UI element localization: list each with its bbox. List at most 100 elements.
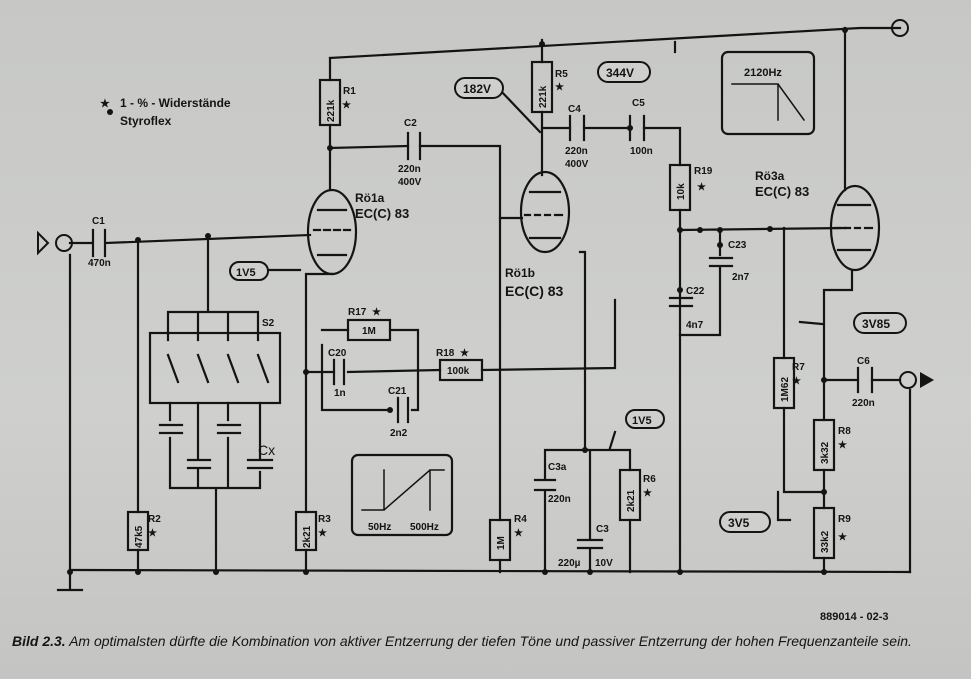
svg-text:★: ★ [838, 440, 847, 451]
c6-symbol [856, 366, 874, 394]
r8-name: R8 [838, 426, 851, 437]
legend-star: ★ [100, 98, 110, 110]
r19-value: 10k [676, 183, 687, 200]
r18-value: 100k [447, 366, 470, 377]
r18-symbol [438, 358, 484, 382]
c3-value: 220µ [558, 558, 581, 569]
r19-name: R19 [694, 166, 713, 177]
svg-text:★: ★ [792, 376, 801, 387]
legend-bullet [107, 109, 113, 115]
caption-text: Am optimalsten dürfte die Kombination vo… [69, 633, 912, 649]
svg-text:★: ★ [148, 528, 157, 539]
switch-s2 [148, 331, 282, 405]
tube-ro1a-name: Rö1a [355, 191, 385, 205]
inset-high-box [720, 50, 816, 136]
r7-symbol [772, 356, 796, 410]
r6-value: 2k21 [626, 489, 637, 512]
r7-name: R7 [792, 362, 805, 373]
tube-ro1b-type: EC(C) 83 [505, 283, 564, 299]
c4-volt: 400V [565, 159, 589, 170]
voltage-1v5-b: 1V5 [632, 415, 652, 427]
voltage-1v5-a-box [229, 261, 269, 281]
c20-value: 1n [334, 388, 346, 399]
legend-styroflex: Styroflex [120, 114, 172, 128]
tube-ro3a-type: EC(C) 83 [755, 184, 809, 199]
c2-volt: 400V [398, 177, 422, 188]
r8-value: 3k32 [820, 441, 831, 464]
output-terminal [899, 371, 917, 389]
r2-symbol [126, 510, 150, 552]
r1-value: 221k [326, 99, 337, 122]
r9-name: R9 [838, 514, 851, 525]
c5-name: C5 [632, 98, 645, 109]
c20-symbol [332, 358, 346, 386]
r3-symbol [294, 510, 318, 552]
r19-symbol [668, 163, 692, 212]
voltage-182v: 182V [463, 82, 491, 96]
figure-number: 889014 - 02-3 [820, 611, 889, 623]
c5-value: 100n [630, 146, 653, 157]
inset-low-box [350, 453, 454, 537]
r9-symbol [812, 506, 836, 560]
tube-ro3a [829, 184, 881, 272]
c23-name: C23 [728, 240, 747, 251]
r5-value: 221k [538, 85, 549, 108]
supply-terminal [891, 19, 909, 37]
tube-preamp-schematic: ★ 1 - % - Widerstände Styroflex Rö1a EC(… [37, 19, 934, 623]
r18-name: R18 [436, 348, 455, 359]
r17-name: R17 [348, 307, 367, 318]
voltage-1v5-a: 1V5 [236, 267, 256, 279]
r9-value: 33k2 [820, 530, 831, 553]
svg-text:★: ★ [838, 532, 847, 543]
r1-symbol [318, 78, 342, 127]
c2-value: 220n [398, 164, 421, 175]
svg-text:★: ★ [460, 348, 469, 359]
r17-value: 1M [362, 326, 376, 337]
c21-name: C21 [388, 386, 407, 397]
svg-text:★: ★ [514, 528, 523, 539]
supply-rail [328, 26, 902, 60]
r3-name: R3 [318, 514, 331, 525]
r17-symbol [346, 318, 392, 342]
legend-tolerance: 1 - % - Widerstände [120, 96, 231, 110]
caption-label: Bild 2.3. [12, 633, 66, 649]
r6-name: R6 [643, 474, 656, 485]
voltage-3v85-box [853, 312, 907, 334]
c3-volt: 10V [595, 558, 613, 569]
c20-name: C20 [328, 348, 347, 359]
r3-value: 2k21 [302, 525, 313, 548]
c22-value: 4n7 [686, 320, 704, 331]
inset-low-f2: 500Hz [410, 522, 439, 533]
tube-ro1a-type: EC(C) 83 [355, 206, 409, 221]
r4-name: R4 [514, 514, 527, 525]
r6-symbol [618, 468, 642, 522]
r5-name: R5 [555, 69, 568, 80]
svg-text:★: ★ [697, 182, 706, 193]
c21-value: 2n2 [390, 428, 408, 439]
voltage-3v5: 3V5 [728, 516, 750, 530]
c2-name: C2 [404, 118, 417, 129]
c4-name: C4 [568, 104, 581, 115]
voltage-3v5-box [719, 511, 771, 533]
input-terminal [55, 234, 73, 252]
input-arrow [37, 230, 50, 256]
c21-symbol [396, 396, 410, 424]
inset-low-f1: 50Hz [368, 522, 391, 533]
r2-name: R2 [148, 514, 161, 525]
tube-ro1b [519, 170, 571, 254]
c4-symbol [568, 114, 586, 142]
voltage-3v85: 3V85 [862, 317, 890, 331]
c23-value: 2n7 [732, 272, 750, 283]
cx-label: Cx [258, 442, 275, 458]
c4-value: 220n [565, 146, 588, 157]
inset-high-freq: 2120Hz [744, 67, 782, 79]
c1-name: C1 [92, 216, 105, 227]
c1-symbol [91, 228, 107, 258]
voltage-182v-box [454, 77, 504, 99]
switch-s2-label: S2 [262, 318, 275, 329]
svg-text:★: ★ [318, 528, 327, 539]
svg-text:★: ★ [372, 307, 381, 318]
output-arrow [920, 372, 934, 388]
c6-value: 220n [852, 398, 875, 409]
